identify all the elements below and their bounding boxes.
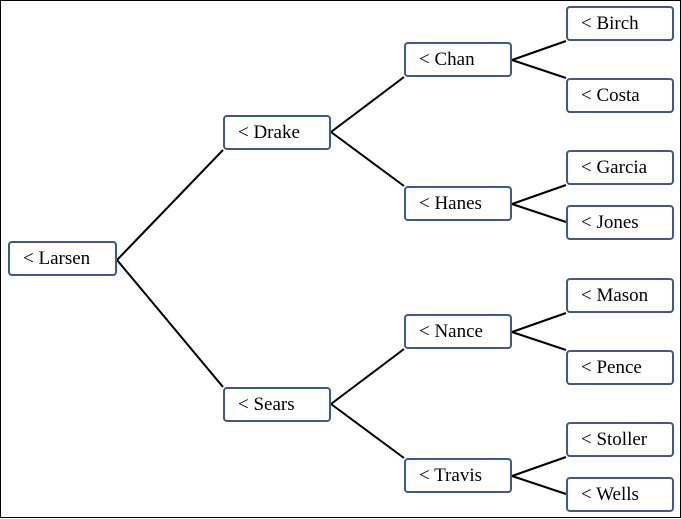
node-birch: < Birch	[566, 6, 674, 41]
node-pence: < Pence	[566, 350, 674, 385]
node-garcia: < Garcia	[566, 150, 674, 185]
edge-sears-nance	[330, 348, 405, 405]
node-drake: < Drake	[223, 115, 331, 150]
edge-larsen-sears	[116, 259, 224, 388]
node-chan: < Chan	[404, 42, 512, 77]
edge-hanes-jones	[511, 203, 567, 223]
node-stoller: < Stoller	[566, 422, 674, 457]
edge-travis-wells	[511, 475, 567, 495]
edge-chan-birch	[511, 40, 567, 61]
edge-hanes-garcia	[511, 184, 567, 205]
edge-larsen-drake	[116, 149, 224, 261]
node-hanes: < Hanes	[404, 186, 512, 221]
edge-chan-costa	[511, 59, 567, 79]
edge-sears-travis	[330, 403, 405, 459]
edge-nance-mason	[511, 312, 567, 333]
edge-drake-hanes	[330, 131, 405, 187]
node-root-larsen: < Larsen	[8, 241, 117, 276]
edge-nance-pence	[511, 331, 567, 351]
node-wells: < Wells	[566, 477, 674, 512]
node-costa: < Costa	[566, 78, 674, 113]
edge-drake-chan	[330, 76, 405, 133]
edge-travis-stoller	[511, 456, 567, 477]
node-travis: < Travis	[404, 458, 512, 493]
node-sears: < Sears	[223, 387, 331, 422]
node-mason: < Mason	[566, 278, 674, 313]
node-jones: < Jones	[566, 205, 674, 240]
node-nance: < Nance	[404, 314, 512, 349]
